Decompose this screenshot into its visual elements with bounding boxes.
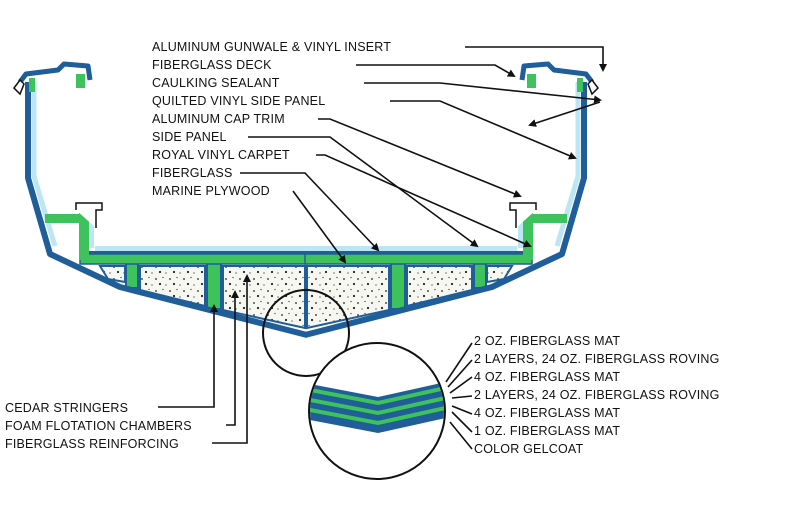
label-caulking-sealant: CAULKING SEALANT (152, 76, 280, 90)
label-fiberglass: FIBERGLASS (152, 166, 233, 180)
laminate-layer-labels: 2 OZ. FIBERGLASS MAT 2 LAYERS, 24 OZ. FI… (445, 334, 720, 456)
layer-label: 4 OZ. FIBERGLASS MAT (474, 370, 620, 384)
layer-label: 2 LAYERS, 24 OZ. FIBERGLASS ROVING (474, 388, 720, 402)
label-quilted-vinyl: QUILTED VINYL SIDE PANEL (152, 94, 325, 108)
layer-label: 4 OZ. FIBERGLASS MAT (474, 406, 620, 420)
label-fiberglass-deck: FIBERGLASS DECK (152, 58, 272, 72)
label-cap-trim: ALUMINUM CAP TRIM (152, 112, 285, 126)
label-gunwale: ALUMINUM GUNWALE & VINYL INSERT (152, 40, 391, 54)
bottom-left-labels: CEDAR STRINGERS FOAM FLOTATION CHAMBERS … (5, 274, 251, 451)
label-plywood: MARINE PLYWOOD (152, 184, 270, 198)
label-cedar-stringers: CEDAR STRINGERS (5, 401, 128, 415)
layer-label: 1 OZ. FIBERGLASS MAT (474, 424, 620, 438)
layer-label: COLOR GELCOAT (474, 442, 583, 456)
label-side-panel: SIDE PANEL (152, 130, 227, 144)
hull-right-half (305, 64, 598, 335)
top-leader-lines (240, 46, 607, 264)
top-labels: ALUMINUM GUNWALE & VINYL INSERT FIBERGLA… (152, 40, 391, 198)
laminate-detail (308, 342, 446, 480)
label-foam-chambers: FOAM FLOTATION CHAMBERS (5, 419, 192, 433)
layer-label: 2 LAYERS, 24 OZ. FIBERGLASS ROVING (474, 352, 720, 366)
label-fiberglass-reinforcing: FIBERGLASS REINFORCING (5, 437, 179, 451)
label-carpet: ROYAL VINYL CARPET (152, 148, 290, 162)
magnify-small-circle (262, 289, 350, 377)
layer-label: 2 OZ. FIBERGLASS MAT (474, 334, 620, 348)
